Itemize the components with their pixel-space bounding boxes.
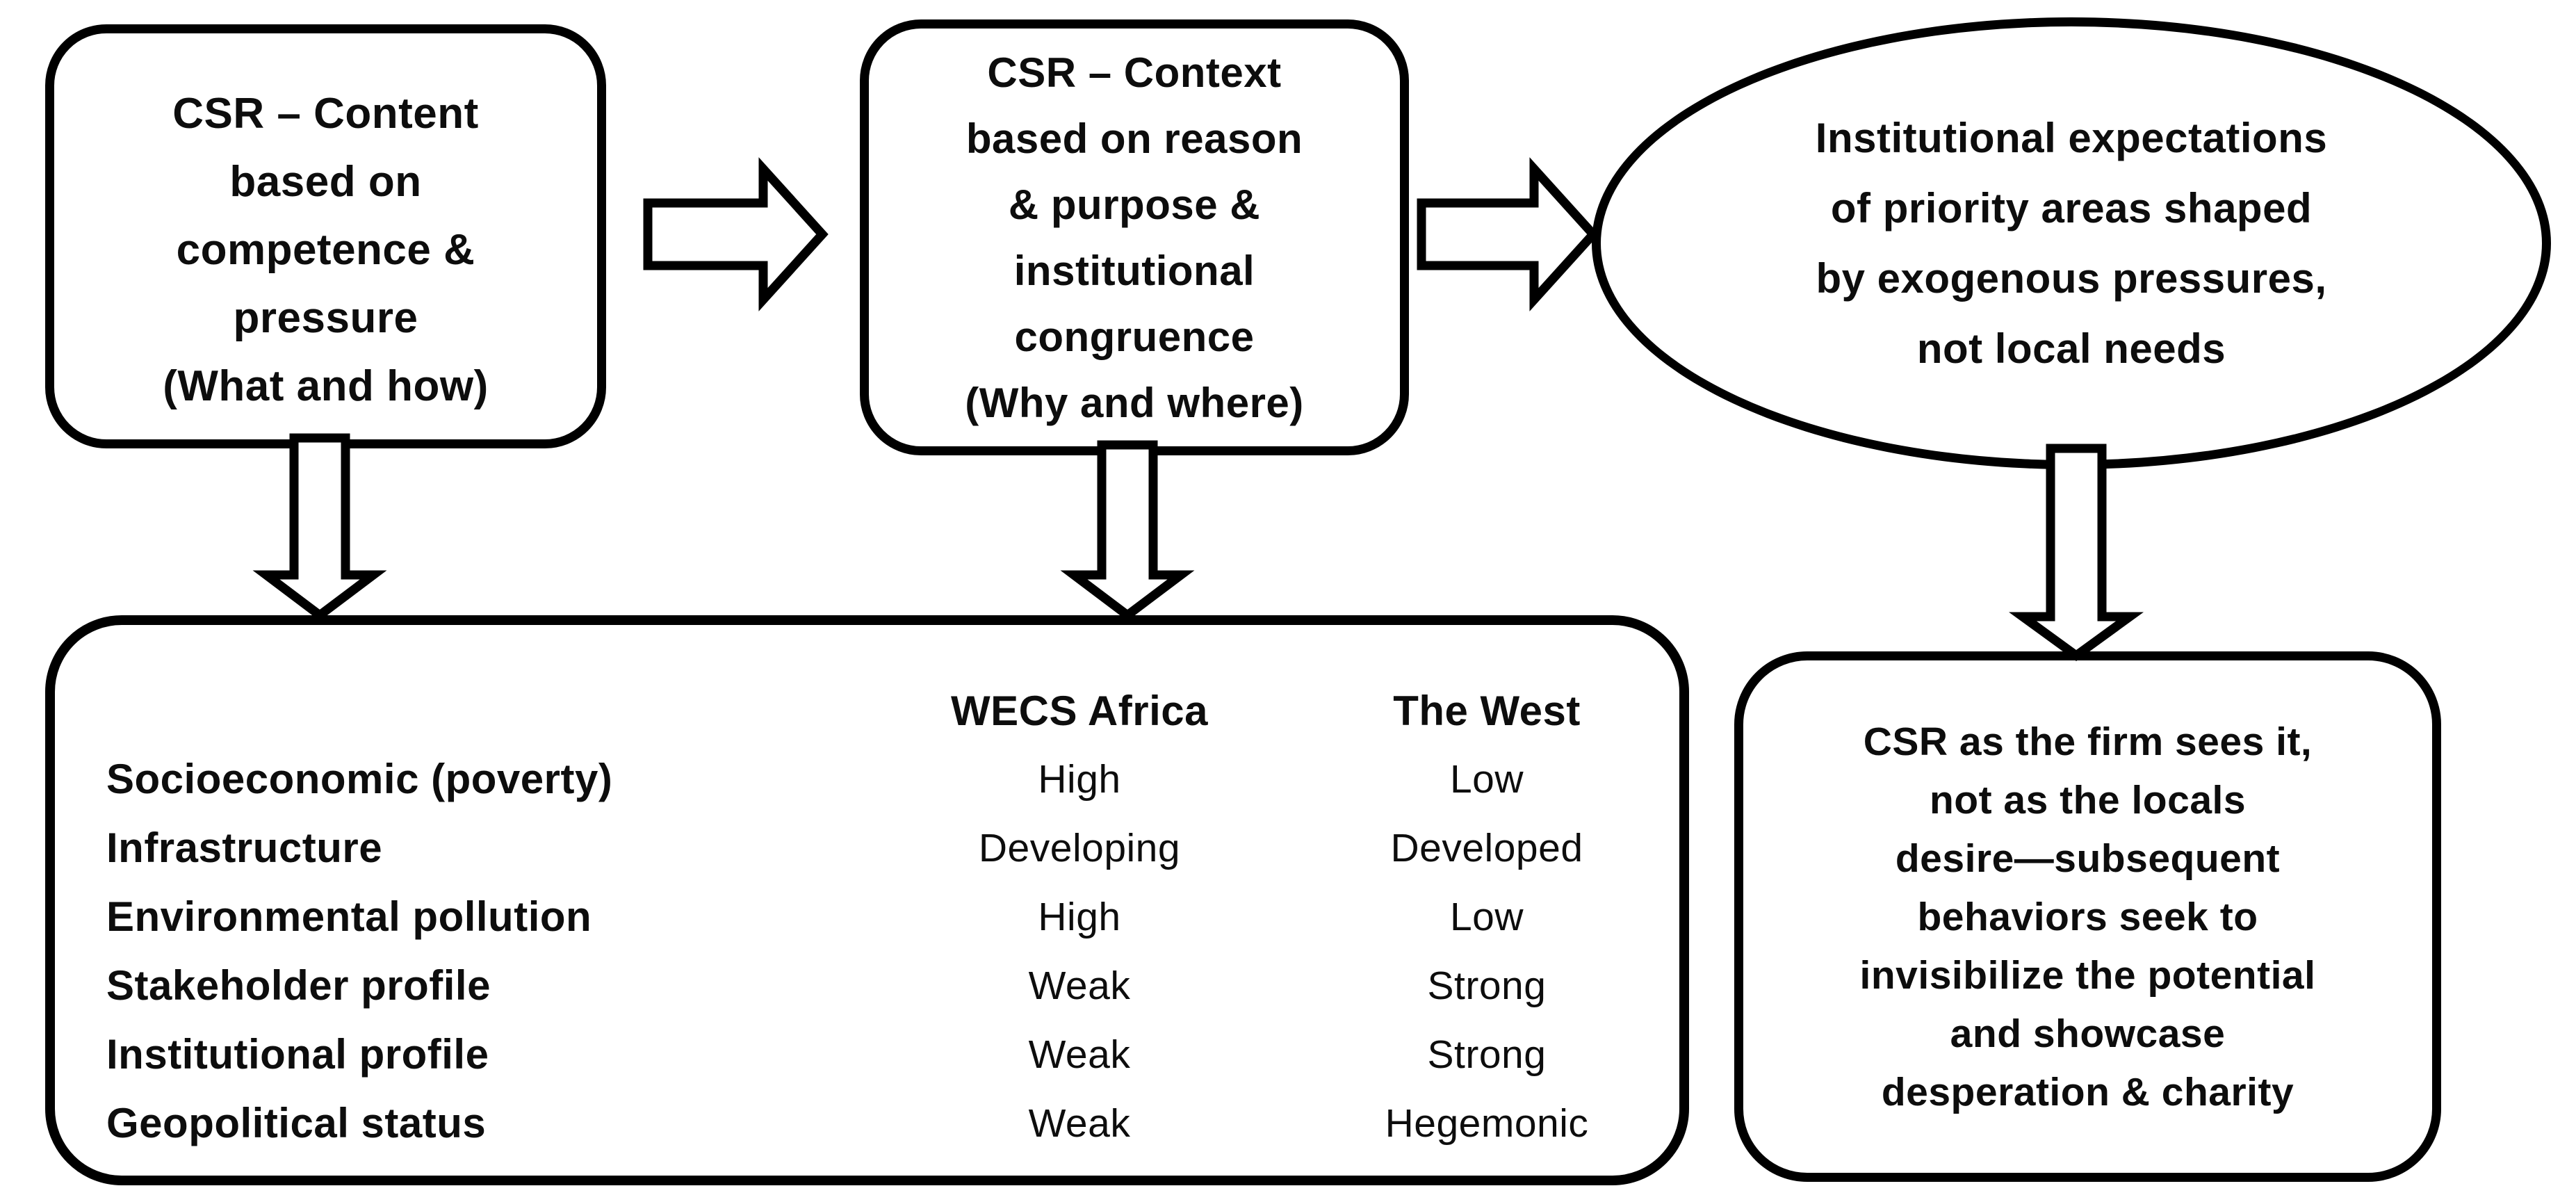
expectations-line: not local needs xyxy=(1916,325,2226,372)
outcome-line: invisibilize the potential xyxy=(1859,952,2316,998)
table-cell-wecs: High xyxy=(1038,894,1121,939)
outcome-line: desire—subsequent xyxy=(1895,836,2281,881)
arrow-down-icon-context-to-table xyxy=(1060,440,1195,622)
table-header-the-west: The West xyxy=(1393,687,1581,734)
table-cell-west: Hegemonic xyxy=(1385,1101,1589,1146)
table-row-label: Institutional profile xyxy=(106,1031,489,1078)
table-cell-wecs: Developing xyxy=(978,825,1181,870)
csr-content-line: based on xyxy=(229,158,422,206)
outcome-line: and showcase xyxy=(1950,1011,2226,1056)
comparison-table-box: WECS Africa The West Socioeconomic (pove… xyxy=(45,615,1689,1185)
csr-context-box: CSR – Context based on reason & purpose … xyxy=(860,19,1409,455)
arrow-down-icon-content-to-table xyxy=(252,433,387,622)
table-row-label: Geopolitical status xyxy=(106,1100,487,1146)
arrow-down-icon-ellipse-to-outcome xyxy=(2009,444,2144,662)
table-cell-west: Strong xyxy=(1427,963,1547,1008)
table-row-label: Stakeholder profile xyxy=(106,962,491,1009)
table-cell-west: Strong xyxy=(1427,1032,1547,1077)
table-cell-west: Developed xyxy=(1390,825,1583,870)
csr-context-line: congruence xyxy=(1014,313,1255,360)
table-cell-west: Low xyxy=(1449,756,1524,802)
comparison-table: WECS Africa The West Socioeconomic (pove… xyxy=(65,635,1689,1158)
table-header-empty xyxy=(65,676,874,745)
table-cell-wecs: Weak xyxy=(1028,963,1131,1008)
csr-context-line: institutional xyxy=(1013,247,1255,294)
table-cell-wecs: Weak xyxy=(1028,1101,1131,1146)
table-cell-wecs: High xyxy=(1038,756,1121,802)
expectations-line: by exogenous pressures, xyxy=(1816,255,2327,302)
csr-context-line: based on reason xyxy=(965,115,1303,162)
outcome-line: desperation & charity xyxy=(1881,1069,2294,1114)
institutional-expectations-ellipse: Institutional expectations of priority a… xyxy=(1592,17,2551,469)
csr-context-line: (Why and where) xyxy=(965,379,1304,426)
csr-content-line: pressure xyxy=(233,294,418,342)
table-header-wecs-africa: WECS Africa xyxy=(950,687,1208,734)
csr-content-line: (What and how) xyxy=(163,362,489,410)
csr-context-line: & purpose & xyxy=(1008,181,1261,228)
table-row-label: Environmental pollution xyxy=(106,893,592,940)
arrow-right-icon-content-to-context xyxy=(643,157,829,311)
outcome-line: behaviors seek to xyxy=(1917,894,2258,939)
table-cell-west: Low xyxy=(1449,894,1524,939)
expectations-line: Institutional expectations xyxy=(1815,115,2328,161)
outcome-line: not as the locals xyxy=(1929,777,2247,822)
csr-content-line: CSR – Content xyxy=(172,90,479,138)
table-cell-wecs: Weak xyxy=(1028,1032,1131,1077)
table-row-label: Infrastructure xyxy=(106,825,383,871)
csr-content-line: competence & xyxy=(176,226,475,274)
outcome-line: CSR as the firm sees it, xyxy=(1863,719,2313,764)
table-row-label: Socioeconomic (poverty) xyxy=(106,756,613,802)
expectations-line: of priority areas shaped xyxy=(1830,185,2313,232)
arrow-right-icon-context-to-ellipse xyxy=(1417,157,1599,311)
csr-context-line: CSR – Context xyxy=(987,49,1282,96)
csr-content-box: CSR – Content based on competence & pres… xyxy=(45,24,606,448)
csr-outcome-box: CSR as the firm sees it, not as the loca… xyxy=(1734,651,2441,1182)
